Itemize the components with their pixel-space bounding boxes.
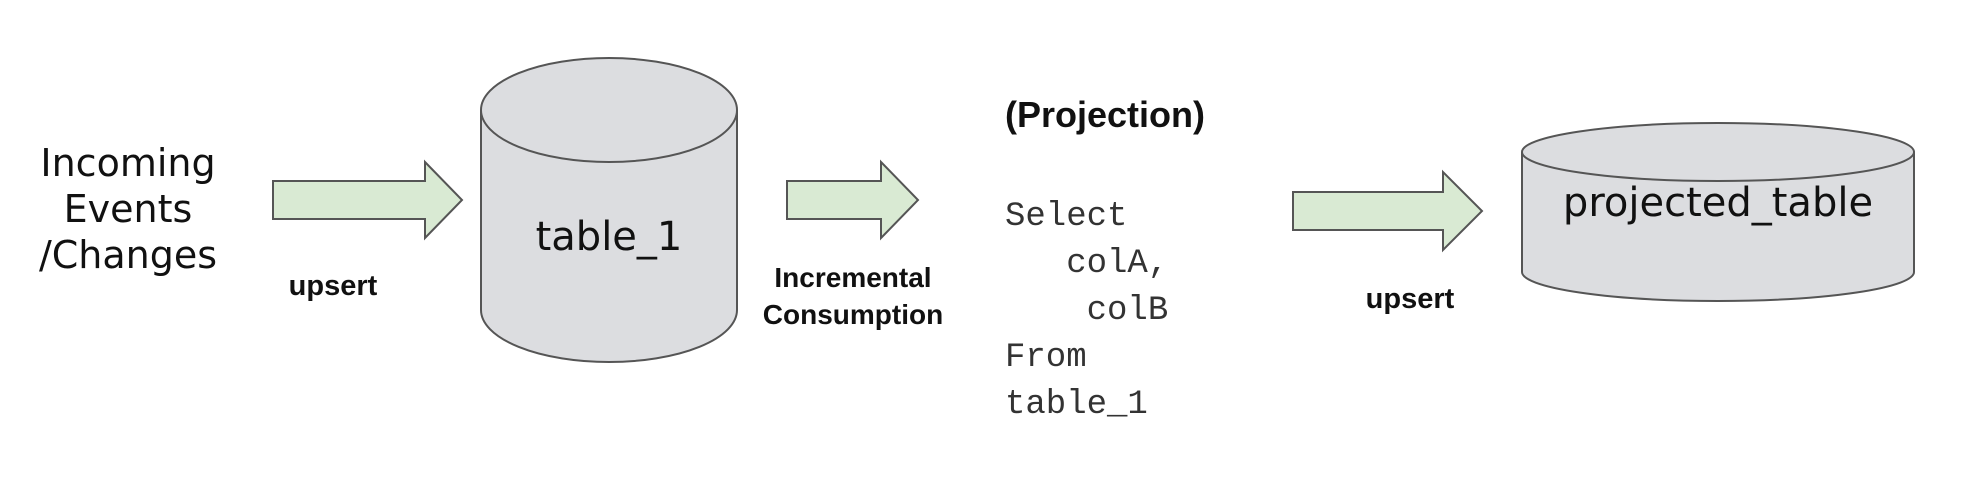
arrow-shape-1 xyxy=(272,159,464,241)
upsert-label-2: upsert xyxy=(1366,283,1455,315)
projection-block: (Projection) Select colA, colB From tabl… xyxy=(1005,94,1205,424)
incoming-events-label: Incoming Events /Changes xyxy=(39,141,217,277)
consumption-label-line-1: Incremental xyxy=(774,262,931,293)
consumption-label-line-2: Consumption xyxy=(763,299,943,330)
table-1-top xyxy=(480,57,738,163)
source-line-3: /Changes xyxy=(39,233,217,277)
projected-table-body xyxy=(1521,152,1915,302)
table-1-cylinder: table_1 xyxy=(480,57,738,363)
projected-table-top xyxy=(1521,122,1915,182)
table-1-label: table_1 xyxy=(536,214,683,260)
code-line-1: Select xyxy=(1005,198,1127,236)
upsert-arrow-2: upsert xyxy=(1292,169,1484,315)
source-line-2: Events xyxy=(64,187,193,231)
code-line-4: From xyxy=(1005,339,1087,377)
code-line-2: colA, xyxy=(1005,245,1168,283)
upsert-label-1: upsert xyxy=(289,270,378,302)
projected-table-cylinder: projected_table xyxy=(1521,122,1915,302)
projected-table-label: projected_table xyxy=(1563,180,1873,226)
source-line-1: Incoming xyxy=(40,141,215,185)
consumption-arrow: Incremental Consumption xyxy=(763,159,943,330)
table-1-body xyxy=(480,110,738,363)
projection-title: (Projection) xyxy=(1005,94,1205,135)
arrow-shape-2 xyxy=(786,159,920,241)
code-line-3: colB xyxy=(1005,292,1168,330)
upsert-arrow-1: upsert xyxy=(272,159,464,302)
code-line-5: table_1 xyxy=(1005,386,1148,424)
arrow-shape-3 xyxy=(1292,169,1484,253)
